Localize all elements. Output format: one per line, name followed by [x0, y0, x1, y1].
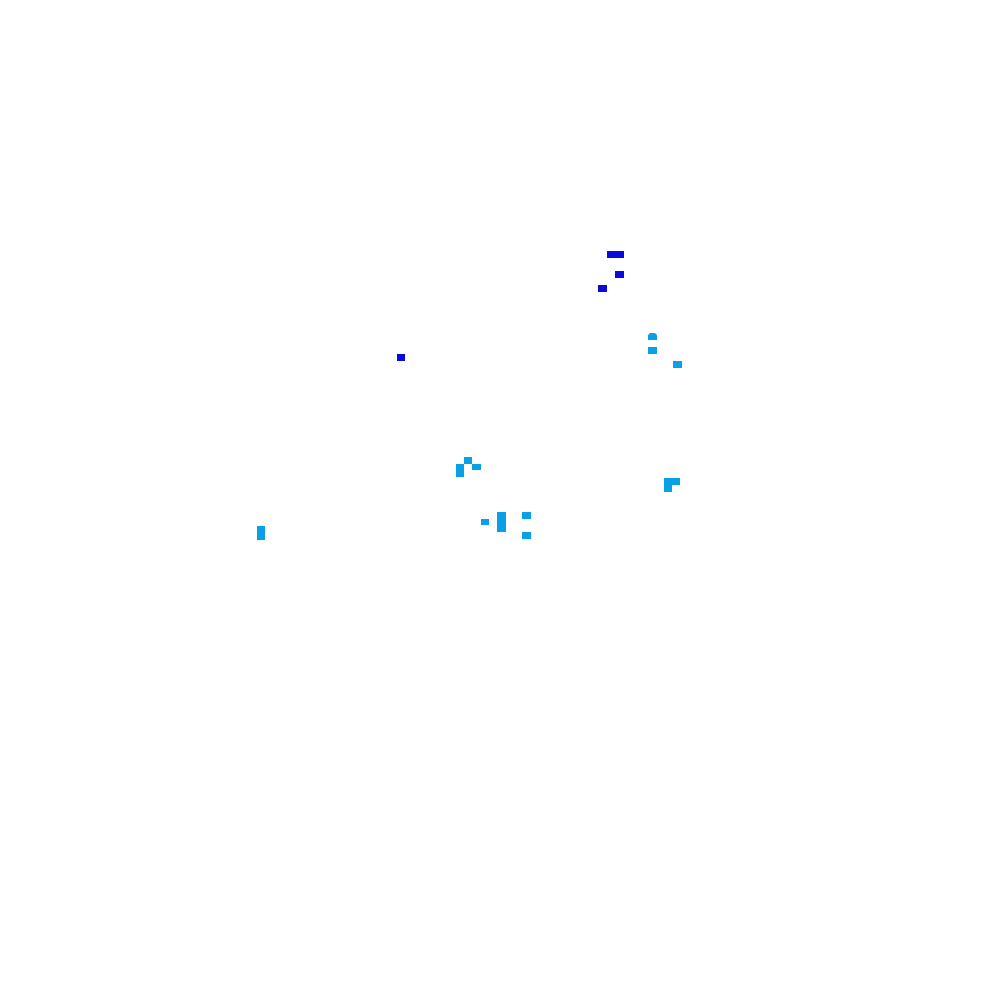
- light-blue-cell: [648, 347, 657, 354]
- light-blue-cell: [464, 457, 472, 464]
- dark-blue-cell: [607, 251, 615, 258]
- light-blue-cell: [456, 464, 464, 477]
- dark-blue-cell: [397, 354, 405, 361]
- light-blue-cell: [648, 333, 657, 340]
- light-blue-cell: [664, 478, 672, 492]
- light-blue-cell: [522, 532, 531, 539]
- light-blue-cell: [257, 526, 265, 540]
- light-blue-cell: [673, 361, 682, 368]
- light-blue-cell: [522, 512, 531, 519]
- light-blue-cell: [672, 478, 680, 485]
- dark-blue-cell: [598, 285, 607, 292]
- light-blue-cell: [472, 464, 481, 470]
- light-blue-cell: [481, 519, 489, 525]
- dark-blue-cell: [615, 251, 624, 258]
- light-blue-cell: [497, 512, 506, 532]
- dark-blue-cell: [615, 271, 624, 278]
